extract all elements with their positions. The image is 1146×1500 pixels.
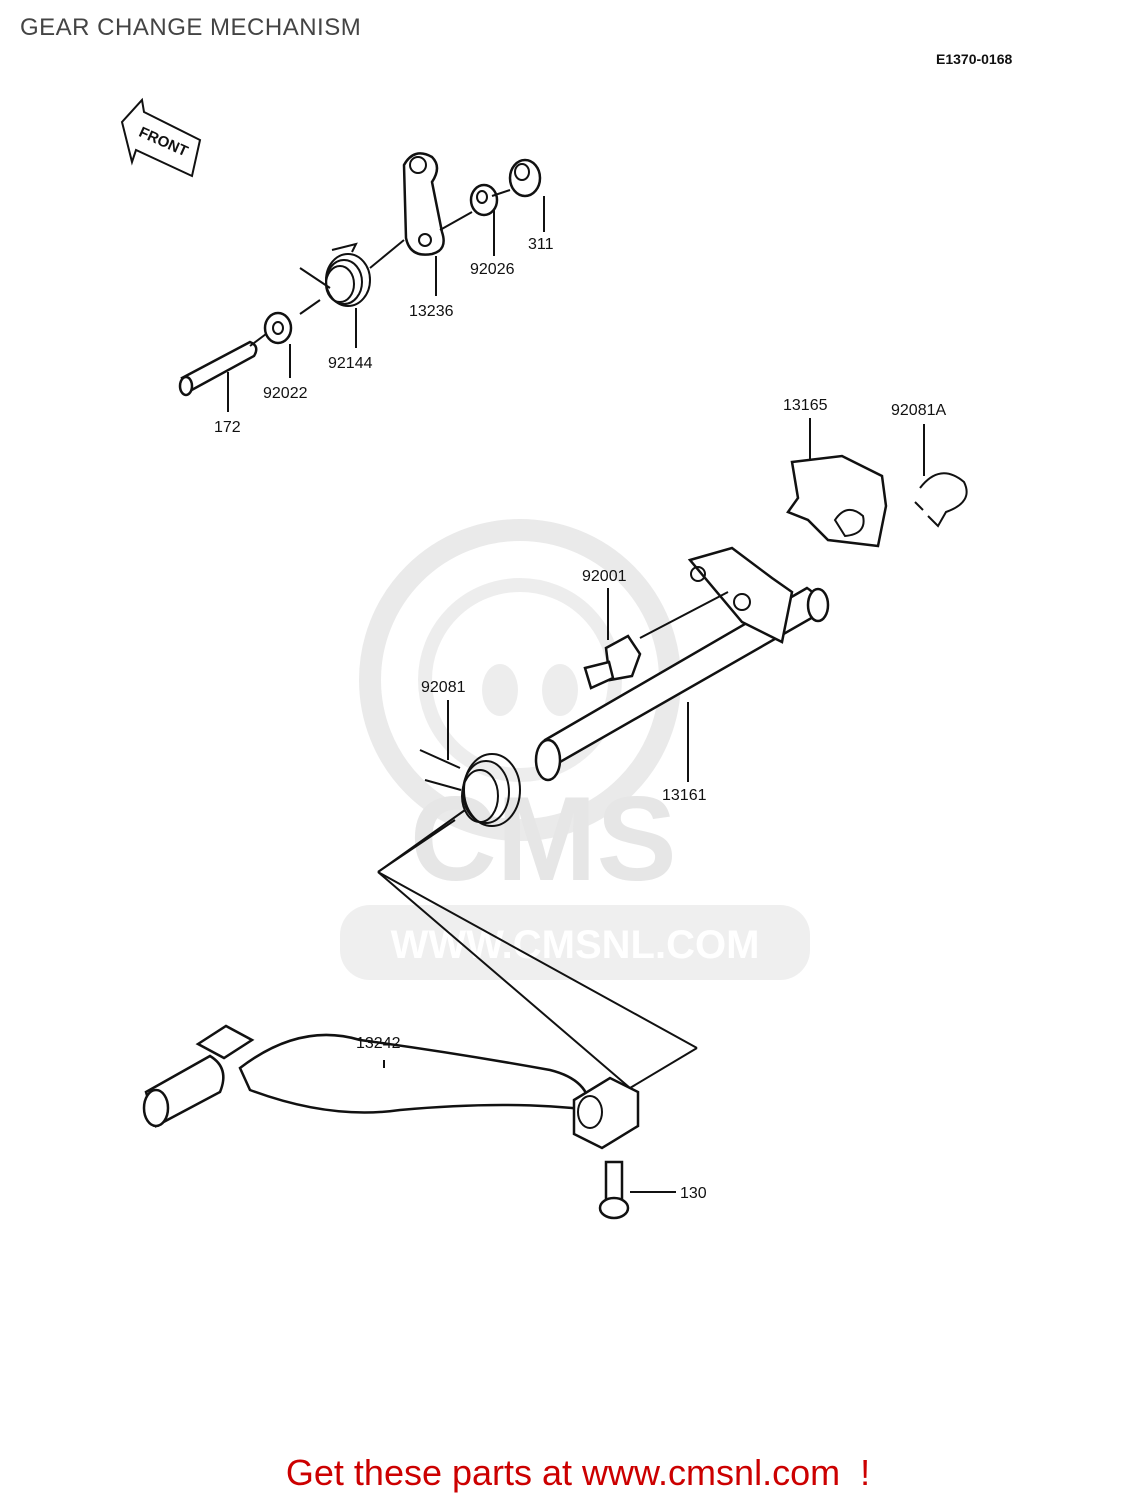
part-label-92081a: 92081A [891,402,946,419]
diagram-code: E1370-0168 [936,51,1013,67]
part-92144-spring-icon [299,242,371,307]
part-labels: 311 92026 13236 92144 92022 172 13165 92… [214,236,946,1202]
part-label-92026: 92026 [470,261,515,278]
part-92022-washer-icon [263,311,293,345]
assembly-lines [249,189,698,1089]
part-label-13161: 13161 [662,787,707,804]
part-label-172: 172 [214,419,241,436]
part-label-92001: 92001 [582,568,627,585]
part-130-bolt-icon [598,1160,630,1220]
part-label-311: 311 [528,236,554,253]
part-13236-lever-icon [402,152,445,256]
part-label-130: 130 [680,1185,707,1202]
watermark-url-plate [340,905,810,980]
part-311-nut-icon [508,158,542,198]
footer-cta-exclaim: ! [860,1452,871,1493]
part-label-13242: 13242 [356,1035,401,1052]
part-92001-bolt-icon [583,591,729,690]
watermark-brand: CMS [410,772,677,906]
footer-cta[interactable]: Get these parts at www.cmsnl.com ! [0,1452,1146,1494]
part-13161-shaft-icon [534,546,830,782]
page-title: GEAR CHANGE MECHANISM [20,14,362,41]
leader-lines [227,196,925,1193]
part-172-pin-icon [178,340,258,397]
part-13242-pedal-icon [142,1024,640,1150]
part-92081a-clip-icon [914,472,968,528]
footer-cta-text[interactable]: Get these parts at www.cmsnl.com [285,1452,841,1493]
part-label-92081: 92081 [421,679,466,696]
front-arrow-icon: FRONT [120,97,202,178]
part-13165-plate-icon [786,454,888,548]
part-92026-washer-icon [469,183,499,217]
part-label-92144: 92144 [328,355,373,372]
part-label-92022: 92022 [263,385,308,402]
part-label-13165: 13165 [783,397,828,414]
part-label-13236: 13236 [409,303,454,320]
watermark-url: WWW.CMSNL.COM [391,923,760,967]
part-92081-spring-icon [419,749,521,827]
